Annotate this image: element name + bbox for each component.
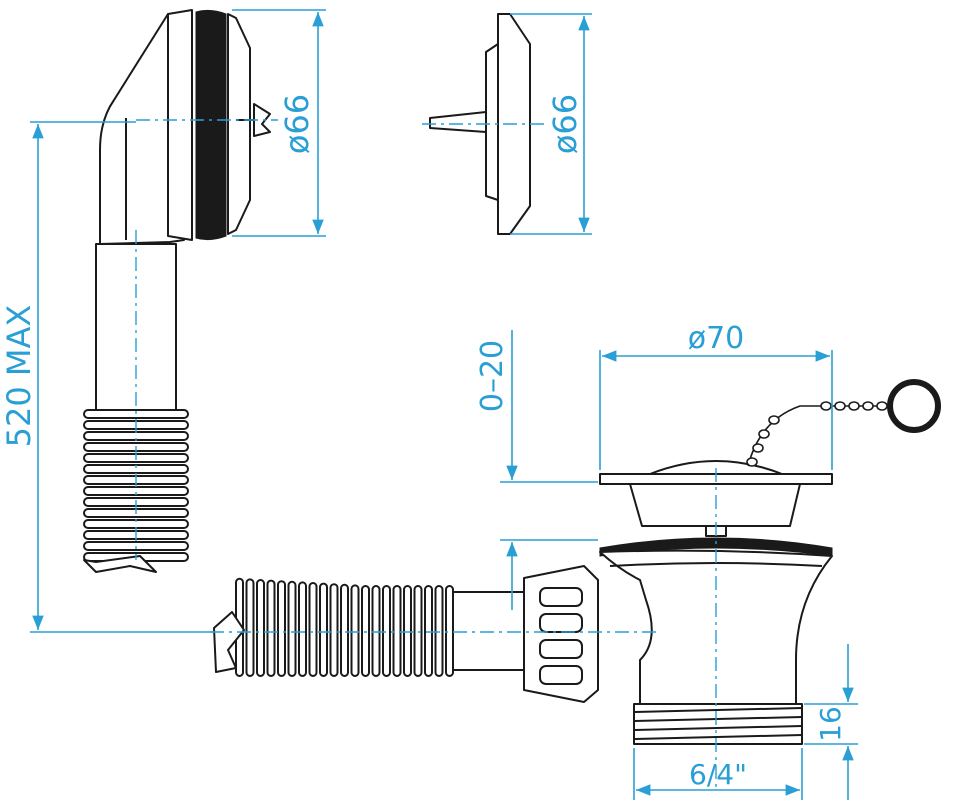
nut-rib: [539, 665, 583, 685]
hose-rib: [392, 585, 402, 677]
thread-line: [633, 716, 803, 722]
overflow-gasket: [195, 9, 227, 241]
overflow-screw-head: [253, 103, 271, 137]
hose-rib: [266, 579, 276, 677]
overflow-inner-plate: [227, 13, 251, 235]
chain-bead: [834, 401, 846, 411]
chain-bead: [862, 401, 874, 411]
plug-diameter-label: ø66: [546, 94, 584, 154]
hose-rib: [340, 583, 349, 677]
hose-rib: [434, 585, 444, 677]
sink-waste-assembly: [213, 379, 941, 745]
hose-cut-end: [83, 555, 157, 573]
hose-rib: [424, 585, 433, 677]
thread-line: [633, 734, 803, 740]
side-connector-pipe: [449, 591, 533, 671]
thread-line: [633, 707, 803, 713]
drain-corrugated-hose: [235, 577, 454, 678]
sink-flange-diameter-label: ø70: [688, 321, 745, 356]
hose-rib: [329, 583, 339, 678]
chain-ring: [887, 379, 941, 433]
hose-rib: [277, 580, 286, 678]
plug-chain: [747, 405, 888, 467]
thread-line: [633, 725, 803, 731]
hose-rib: [319, 582, 328, 677]
outlet-thread-lines: [633, 707, 803, 740]
waste-body: [599, 549, 833, 705]
plug-chain-beads: [746, 401, 888, 467]
thread-size-label: 6/4": [689, 758, 747, 791]
chain-bead: [746, 457, 758, 467]
hose-rib: [413, 585, 423, 677]
hose-rib: [83, 486, 189, 496]
adjustment-range-label: 0–20: [475, 340, 510, 412]
union-nut-ribs: [539, 587, 583, 685]
drain-hose-cut-end: [213, 611, 245, 673]
plug-stem-body: [429, 111, 487, 133]
hose-rib: [350, 584, 360, 678]
overflow-head-diameter-label: ø66: [278, 94, 316, 154]
hose-rib: [403, 585, 412, 677]
hose-rib: [371, 585, 381, 677]
hose-rib: [445, 585, 454, 677]
chain-bead: [752, 443, 764, 453]
hose-rib: [245, 578, 255, 678]
dimension-lines: [30, 9, 858, 800]
hose-rib: [287, 580, 297, 677]
nut-rib: [539, 639, 583, 659]
overall-length-label: 520 MAX: [0, 305, 38, 448]
chain-bead: [758, 429, 770, 439]
hose-rib: [308, 582, 318, 677]
plug-neck: [485, 43, 499, 201]
hose-rib: [256, 579, 265, 677]
overflow-head-assembly: [83, 9, 271, 573]
chain-bead: [768, 415, 780, 425]
body-rim-line: [609, 562, 823, 567]
nut-rib: [539, 613, 583, 633]
nut-rib: [539, 587, 583, 607]
chain-bead: [820, 401, 832, 411]
strainer-basket: [629, 483, 801, 527]
overflow-cover-plate: [167, 9, 193, 241]
hose-rib: [361, 585, 370, 677]
hose-rib: [382, 585, 391, 677]
thread-height-label: 16: [814, 706, 847, 742]
chain-bead: [848, 401, 860, 411]
hose-rib: [298, 581, 307, 678]
chain-bead: [876, 401, 888, 411]
center-lines: [135, 119, 717, 790]
